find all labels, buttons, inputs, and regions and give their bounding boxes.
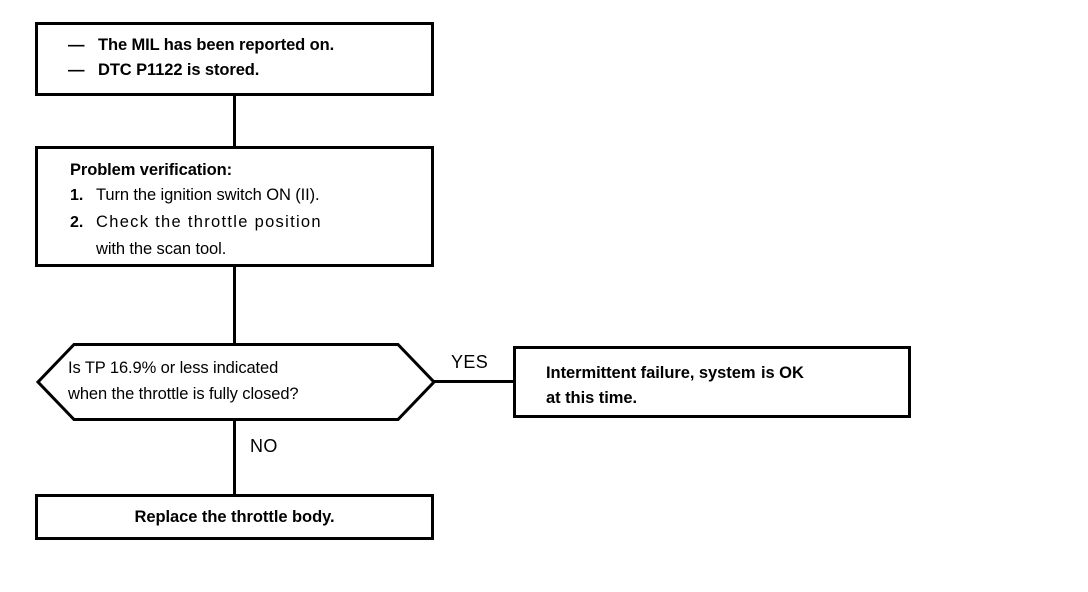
decision-question-line-1: Is TP 16.9% or less indicated (68, 359, 279, 377)
symptom-line-2-text: DTC P1122 is stored. (98, 61, 260, 79)
decision-question-line-2: when the throttle is fully closed? (68, 385, 299, 403)
verification-box: Problem verification: 1. Turn the igniti… (35, 146, 434, 267)
replace-throttle-body-content: Replace the throttle body. (38, 497, 431, 537)
decision-hexagon-outline (36, 343, 436, 421)
verification-step-2: 2. Check the throttle position (70, 209, 431, 236)
intermittent-failure-line-1-b: is OK (760, 364, 804, 382)
em-dash-icon: — (68, 61, 85, 79)
decision-hexagon: Is TP 16.9% or less indicated when the t… (36, 343, 436, 421)
intermittent-failure-line-2: at this time. (546, 389, 638, 407)
symptom-line-1-text: The MIL has been reported on. (98, 36, 335, 54)
intermittent-failure-line-1-a: Intermittent failure, system (546, 364, 756, 382)
verification-step-2-number: 2. (70, 214, 84, 231)
symptom-box-content: — The MIL has been reported on. — DTC P1… (38, 25, 431, 93)
symptom-box: — The MIL has been reported on. — DTC P1… (35, 22, 434, 96)
verification-box-content: Problem verification: 1. Turn the igniti… (38, 149, 431, 264)
connector-verification-to-decision (233, 267, 236, 345)
no-branch-label: NO (250, 436, 278, 456)
verification-heading: Problem verification: (70, 161, 233, 179)
connector-yes-branch (432, 380, 515, 383)
em-dash-icon: — (68, 36, 85, 54)
intermittent-failure-content: Intermittent failure, system is OK at th… (516, 349, 908, 415)
verification-step-2-text: Check the throttle position (96, 213, 322, 231)
yes-branch-label: YES (451, 352, 489, 372)
symptom-line-1: — The MIL has been reported on. (68, 33, 431, 58)
verification-step-1: 1. Turn the ignition switch ON (II). (70, 182, 431, 209)
replace-throttle-body-box: Replace the throttle body. (35, 494, 434, 540)
verification-step-1-number: 1. (70, 187, 84, 204)
symptom-line-2: — DTC P1122 is stored. (68, 58, 431, 83)
connector-symptom-to-verification (233, 96, 236, 147)
replace-throttle-body-text: Replace the throttle body. (134, 508, 335, 526)
verification-step-1-text: Turn the ignition switch ON (II). (96, 186, 320, 204)
intermittent-failure-box: Intermittent failure, system is OK at th… (513, 346, 911, 418)
verification-step-2-continuation: with the scan tool. (96, 240, 227, 258)
decision-question: Is TP 16.9% or less indicated when the t… (68, 355, 428, 407)
intermittent-failure-line-1: Intermittent failure, system is OK (546, 361, 908, 386)
connector-no-branch (233, 418, 236, 496)
